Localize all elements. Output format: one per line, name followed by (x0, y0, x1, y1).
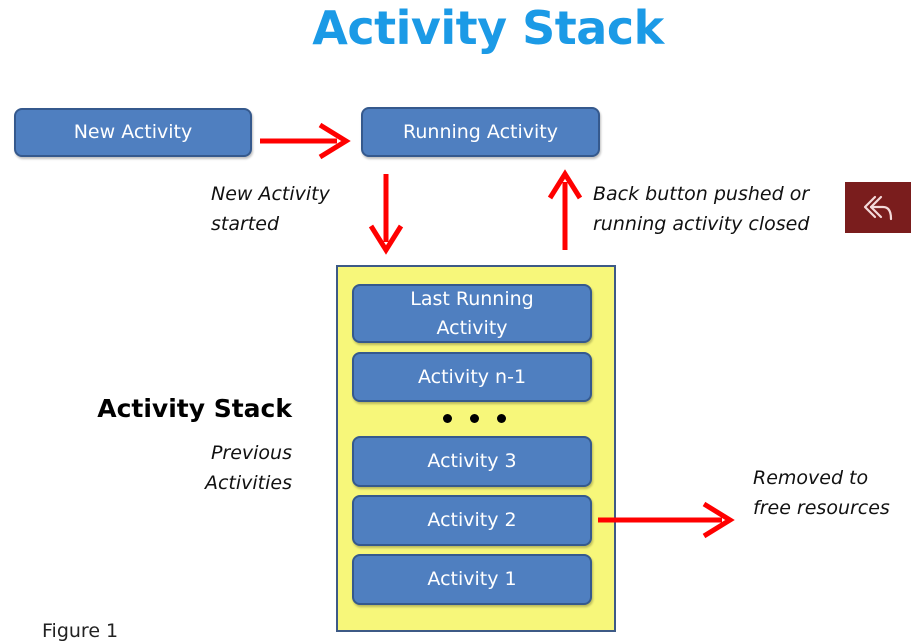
arrow-new-to-running (260, 122, 351, 160)
stack-item-label: Activity 3 (427, 450, 517, 472)
previous-activities-line2: Activities (204, 472, 292, 494)
previous-activities-label: Previous Activities (205, 438, 292, 498)
arrow-running-to-stack (368, 174, 404, 255)
new-activity-label: New Activity (73, 121, 193, 143)
back-arrow-icon (863, 195, 893, 220)
new-activity-box: New Activity (14, 108, 252, 157)
ellipsis-dot (470, 414, 479, 423)
new-activity-started-line2: started (211, 213, 280, 235)
stack-heading: Activity Stack (97, 394, 292, 423)
running-activity-box: Running Activity (361, 107, 600, 157)
running-activity-label: Running Activity (403, 120, 558, 143)
stack-item-label: Activity 1 (427, 568, 517, 590)
stack-item-activity-n-1: Activity n-1 (352, 352, 592, 402)
arrow-activity2-removed (598, 501, 735, 539)
previous-activities-line1: Previous (210, 442, 292, 464)
new-activity-started-label: New Activity started (211, 179, 330, 239)
removed-label: Removed to free resources (753, 463, 890, 523)
back-pushed-label: Back button pushed or running activity c… (593, 179, 809, 239)
removed-line2: free resources (753, 497, 890, 519)
stack-item-last-running: Last Running Activity (352, 284, 592, 343)
stack-item-activity-3: Activity 3 (352, 436, 592, 487)
new-activity-started-line1: New Activity (211, 183, 330, 205)
removed-line1: Removed to (753, 467, 869, 489)
back-button[interactable] (845, 182, 911, 233)
back-pushed-line1: Back button pushed or (593, 183, 810, 205)
arrow-stack-to-running (547, 169, 583, 250)
ellipsis-dot (443, 414, 452, 423)
stack-item-label: Activity 2 (427, 509, 517, 531)
ellipsis-dot (497, 414, 506, 423)
stack-item-label: Last Running Activity (410, 287, 534, 339)
page-title: Activity Stack (312, 1, 664, 55)
back-pushed-line2: running activity closed (593, 213, 810, 235)
stack-item-activity-2: Activity 2 (352, 495, 592, 546)
stack-item-activity-1: Activity 1 (352, 554, 592, 605)
stack-item-label: Activity n-1 (417, 365, 527, 388)
